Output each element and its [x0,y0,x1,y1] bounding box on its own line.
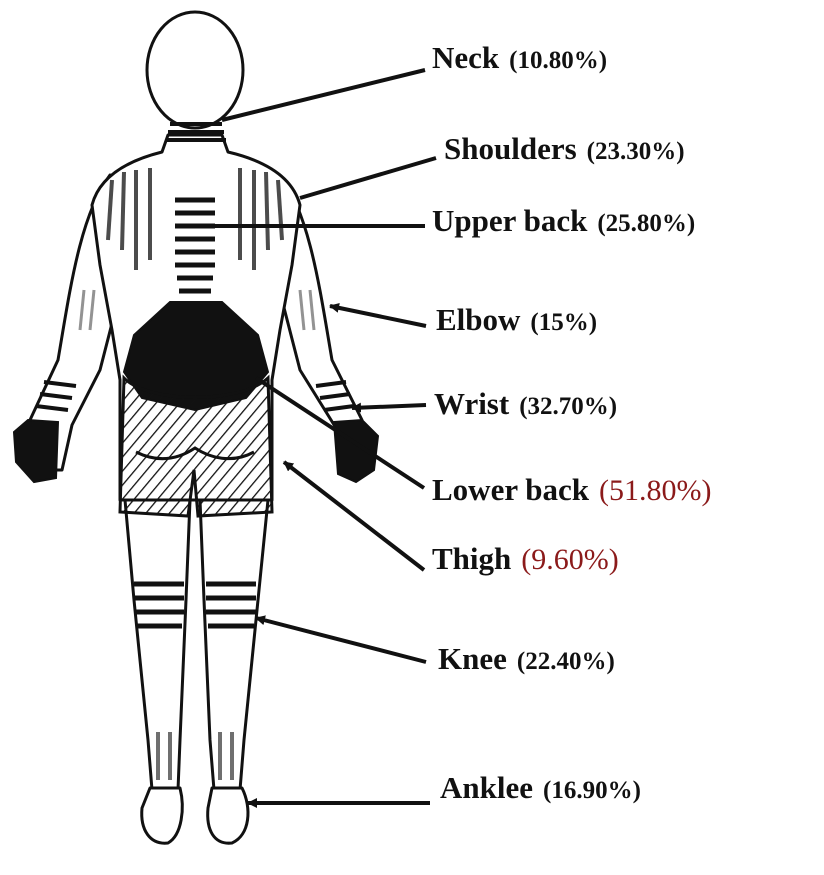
neck-pointer [222,70,425,120]
shoulders-pointer [300,158,436,198]
ankle-marking [158,732,232,780]
knee-pointer [256,618,426,662]
right-foot [208,788,248,843]
left-foot [142,788,183,843]
wrist-pointer [352,405,426,408]
head [147,12,243,128]
elbow-pointer [330,306,426,326]
